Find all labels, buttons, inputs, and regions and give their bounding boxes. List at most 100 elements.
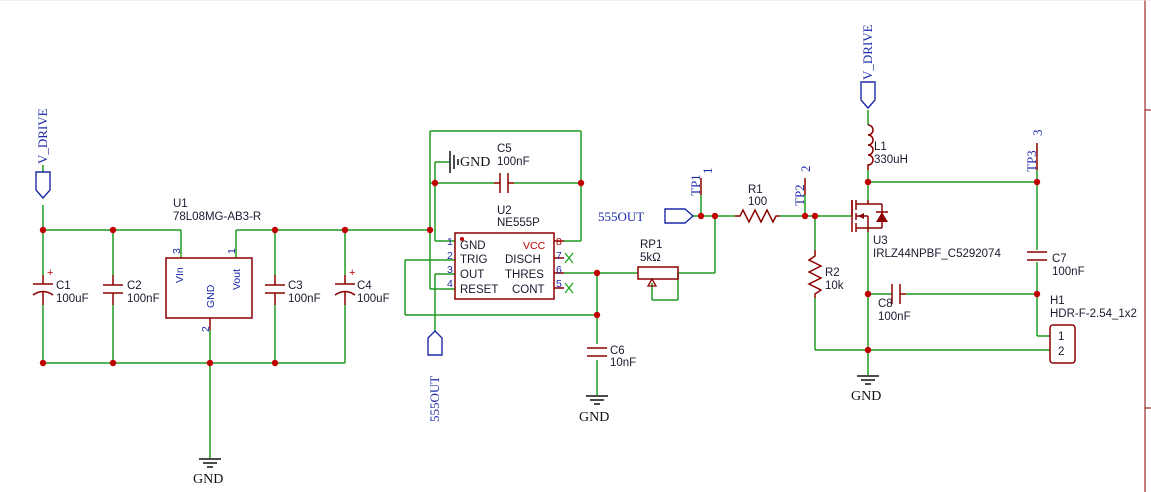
gnd-label-c5: GND [460, 155, 490, 170]
u1-value: 78L08MG-AB3-R [173, 211, 261, 223]
c2-value: 100nF [127, 293, 160, 305]
capacitor-c5: C5 100nF [494, 143, 530, 193]
header-h1: H1 HDR-F-2.54_1x2 1 2 [1049, 295, 1137, 364]
u2-pin7-num: 7 [556, 250, 562, 262]
tp2-name: TP2 [792, 184, 807, 206]
c8-value: 100nF [878, 311, 911, 323]
u1-pin-gnd: GND [205, 284, 217, 308]
c5-value: 100nF [497, 156, 530, 168]
u2-pin-thres: THRES [505, 269, 544, 281]
regulator-u1: U1 78L08MG-AB3-R VIn GND Vout 3 1 2 [165, 198, 261, 332]
c8-ref: C8 [878, 298, 893, 310]
u2-pin-reset: RESET [460, 284, 498, 296]
r1-value: 100 [748, 196, 767, 208]
inductor-l1: L1 330uH [867, 124, 908, 170]
u1-pin2-num: 2 [200, 326, 212, 332]
h1-pin2: 2 [1058, 346, 1064, 358]
resistor-r1: R1 100 [735, 184, 780, 224]
svg-text:+: + [349, 267, 355, 279]
c6-value: 10nF [610, 357, 636, 369]
potentiometer-rp1: RP1 5kΩ [637, 239, 679, 287]
testpoint-tp1: TP1 1 [688, 168, 715, 197]
capacitor-c8: C8 100nF [878, 284, 911, 323]
u3-value: IRLZ44NPBF_C5292074 [873, 248, 1001, 260]
gnd-symbol-c6: GND [579, 395, 609, 425]
h1-value: HDR-F-2.54_1x2 [1050, 308, 1137, 320]
u2-value: NE555P [497, 217, 540, 229]
u1-pin-vin: VIn [174, 267, 186, 283]
u2-pin-out: OUT [460, 269, 484, 281]
u2-pin3-num: 3 [447, 264, 453, 276]
vdrive-label-right: V_DRIVE [860, 24, 875, 80]
c7-value: 100nF [1052, 266, 1085, 278]
gnd-label-mosfet: GND [851, 389, 881, 404]
rp1-ref: RP1 [640, 239, 662, 251]
u2-pin1-num: 1 [447, 236, 453, 248]
capacitor-c3: C3 100nF [265, 275, 321, 305]
u1-pin1-num: 1 [226, 248, 238, 254]
testpoint-tp3: TP3 3 [1024, 130, 1045, 173]
u2-pin-gnd: GND [460, 240, 486, 252]
capacitor-c6: C6 10nF [587, 345, 636, 369]
555out-flag-right: 555OUT [598, 208, 695, 224]
capacitor-c7: C7 100nF [1027, 251, 1085, 278]
r1-ref: R1 [748, 184, 763, 196]
u2-pin2-num: 2 [447, 250, 453, 262]
c1-ref: C1 [56, 280, 71, 292]
c4-ref: C4 [357, 280, 372, 292]
u1-pin3-num: 3 [171, 248, 183, 254]
tp3-num: 3 [1030, 130, 1045, 137]
timer-u2: U2 NE555P GND TRIG OUT RESET VCC DISCH T… [447, 205, 574, 300]
tp1-num: 1 [700, 168, 715, 175]
capacitor-c1: + C1 100uF [32, 267, 89, 305]
c4-value: 100uF [357, 293, 390, 305]
c7-ref: C7 [1052, 253, 1067, 265]
h1-ref: H1 [1050, 295, 1065, 307]
l1-value: 330uH [874, 154, 908, 166]
u2-pin6-num: 6 [556, 264, 562, 276]
u2-pin-vcc: VCC [523, 240, 546, 252]
tp3-name: TP3 [1024, 150, 1039, 172]
r2-value: 10k [825, 280, 844, 292]
vdrive-label-left: V_DRIVE [35, 108, 50, 164]
c6-ref: C6 [610, 345, 625, 357]
u2-pin4-num: 4 [447, 278, 453, 290]
c3-value: 100nF [288, 293, 321, 305]
u1-pin-vout: Vout [231, 269, 243, 290]
h1-pin1: 1 [1058, 331, 1064, 343]
mosfet-u3: U3 IRLZ44NPBF_C5292074 [851, 200, 1001, 260]
l1-ref: L1 [874, 141, 887, 153]
u3-ref: U3 [873, 235, 888, 247]
u2-pin5-num: 5 [556, 278, 562, 290]
capacitor-c2: C2 100nF [103, 275, 160, 305]
gnd-label-regulator: GND [193, 472, 223, 487]
c2-ref: C2 [127, 280, 142, 292]
tp1-name: TP1 [688, 174, 703, 196]
555out-label-right: 555OUT [598, 209, 644, 224]
c1-value: 100uF [56, 293, 89, 305]
u2-pin-disch: DISCH [505, 254, 541, 266]
gnd-symbol-c5: GND [449, 151, 490, 173]
u2-pin-trig: TRIG [460, 254, 488, 266]
testpoint-tp2: TP2 2 [792, 166, 813, 207]
gnd-symbol-regulator: GND [193, 458, 223, 487]
u2-pin-cont: CONT [512, 284, 545, 296]
wires [42, 110, 1050, 458]
555out-flag-bottom: 555OUT [427, 330, 443, 422]
gnd-label-c6: GND [579, 410, 609, 425]
r2-ref: R2 [825, 267, 840, 279]
rp1-value: 5kΩ [640, 252, 661, 264]
vdrive-flag-right: V_DRIVE [860, 24, 876, 110]
resistor-r2: R2 10k [807, 250, 844, 298]
u2-ref: U2 [497, 205, 512, 217]
tp2-num: 2 [798, 166, 813, 173]
junctions [39, 178, 1041, 367]
u2-pin8-num: 8 [556, 236, 562, 248]
gnd-symbol-mosfet: GND [851, 375, 881, 404]
u1-ref: U1 [173, 198, 188, 210]
c5-ref: C5 [497, 143, 512, 155]
555out-label-bottom: 555OUT [427, 376, 442, 422]
svg-text:+: + [47, 267, 53, 279]
